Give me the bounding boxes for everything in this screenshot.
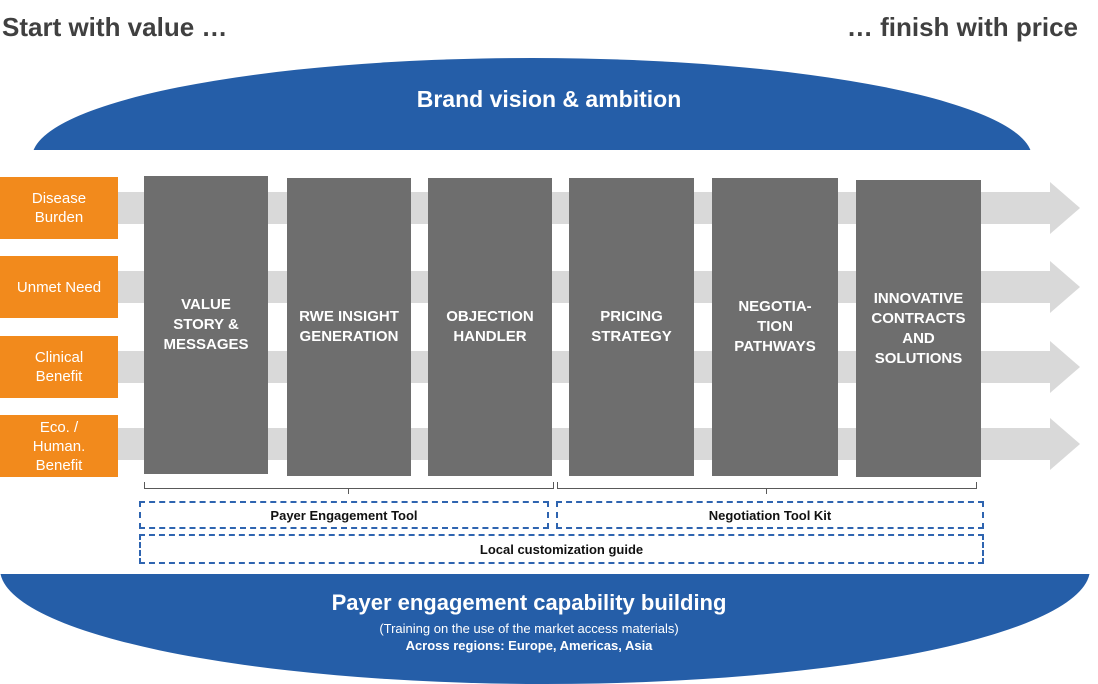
arrow-head-4 xyxy=(1050,418,1080,470)
bracket-payer-engagement xyxy=(144,482,554,489)
column-value-story: VALUE STORY & MESSAGES xyxy=(144,176,268,474)
arrow-head-1 xyxy=(1050,182,1080,234)
heading-start: Start with value … xyxy=(2,12,228,42)
column-pricing-strategy: PRICING STRATEGY xyxy=(569,178,694,476)
column-label: INNOVATIVE CONTRACTS AND SOLUTIONS xyxy=(871,289,966,367)
input-label: Disease Burden xyxy=(31,190,87,226)
column-label: VALUE STORY & MESSAGES xyxy=(163,296,249,353)
tool-label: Negotiation Tool Kit xyxy=(708,507,832,523)
bottom-banner-regions: Across regions: Europe, Americas, Asia xyxy=(405,638,653,653)
top-banner-title: Brand vision & ambition xyxy=(416,86,682,112)
tool-negotiation-kit: Negotiation Tool Kit xyxy=(556,501,984,529)
input-unmet-need: Unmet Need xyxy=(0,256,118,318)
input-label: Eco. / Human. Benefit xyxy=(32,418,86,474)
bottom-banner xyxy=(0,574,1098,684)
tool-label: Payer Engagement Tool xyxy=(270,507,418,523)
input-label: Unmet Need xyxy=(16,278,102,296)
heading-finish: … finish with price xyxy=(846,12,1078,42)
input-disease-burden: Disease Burden xyxy=(0,177,118,239)
column-label: PRICING STRATEGY xyxy=(591,308,672,345)
column-negotiation-pathways: NEGOTIA- TION PATHWAYS xyxy=(712,178,838,476)
column-label: RWE INSIGHT GENERATION xyxy=(299,308,399,345)
tool-local-customization-guide: Local customization guide xyxy=(139,534,984,564)
tool-payer-engagement: Payer Engagement Tool xyxy=(139,501,549,529)
input-label: Clinical Benefit xyxy=(34,349,84,385)
column-innovative-contracts: INNOVATIVE CONTRACTS AND SOLUTIONS xyxy=(856,180,981,477)
arrow-head-2 xyxy=(1050,261,1080,313)
tool-label: Local customization guide xyxy=(479,541,644,557)
bottom-banner-subtitle: (Training on the use of the market acces… xyxy=(379,621,679,636)
column-rwe-insight: RWE INSIGHT GENERATION xyxy=(287,178,411,476)
column-objection-handler: OBJECTION HANDLER xyxy=(428,178,552,476)
bottom-banner-title: Payer engagement capability building xyxy=(331,590,727,615)
column-label: OBJECTION HANDLER xyxy=(446,308,534,345)
top-banner xyxy=(0,50,1098,150)
input-clinical-benefit: Clinical Benefit xyxy=(0,336,118,398)
bracket-negotiation xyxy=(557,482,977,489)
bracket-negotiation-tip xyxy=(766,488,767,494)
bracket-payer-engagement-tip xyxy=(348,488,349,494)
arrow-head-3 xyxy=(1050,341,1080,393)
column-label: NEGOTIA- TION PATHWAYS xyxy=(734,298,816,355)
input-eco-human-benefit: Eco. / Human. Benefit xyxy=(0,415,118,477)
